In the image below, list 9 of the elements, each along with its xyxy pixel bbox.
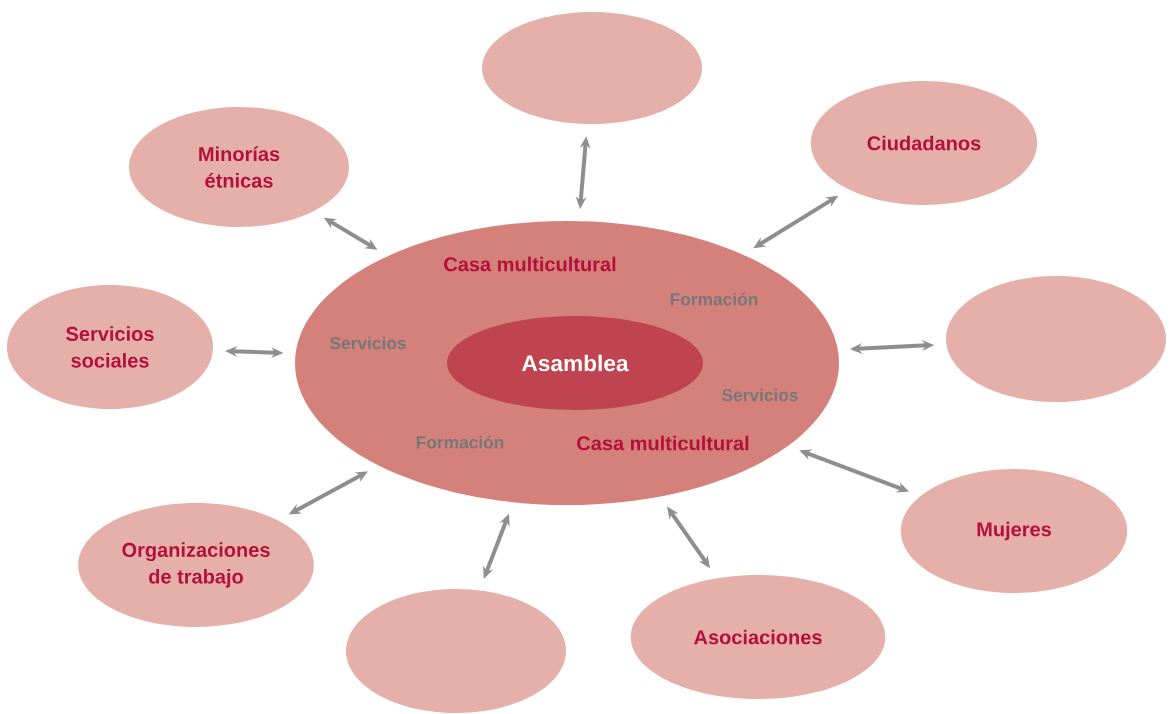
topic-label: Formación: [416, 435, 504, 449]
area-label: Casa multicultural: [444, 256, 616, 272]
area-label: Casa multicultural: [577, 435, 749, 451]
ellipse: [482, 12, 702, 124]
topic-label: Formación: [670, 292, 758, 306]
ellipse: [346, 589, 566, 713]
topic-label: Servicios: [329, 336, 406, 350]
topic-label: Servicios: [721, 388, 798, 402]
ellipse: [946, 276, 1166, 402]
